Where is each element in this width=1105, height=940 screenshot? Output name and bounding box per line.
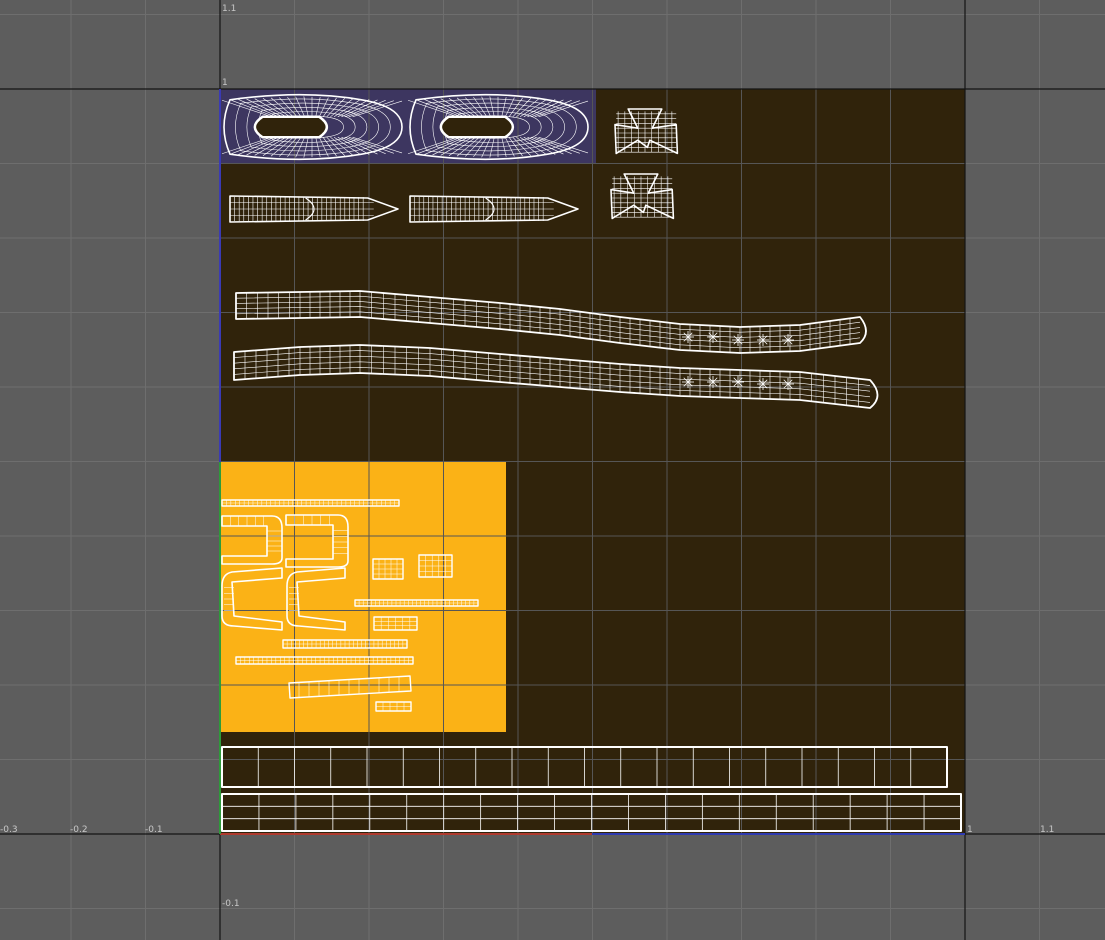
texture-patch bbox=[220, 462, 506, 732]
v-label-neg-0-1: -0.1 bbox=[222, 899, 240, 909]
shell-sole-top-left[interactable] bbox=[221, 93, 403, 161]
shell-sole-side-right[interactable] bbox=[409, 195, 579, 223]
u-label-1-1: 1.1 bbox=[1040, 825, 1055, 835]
u-label-neg-0-3: -0.3 bbox=[0, 825, 18, 835]
shell-band-lower[interactable] bbox=[221, 793, 962, 832]
shell-cross-piece-bottom[interactable] bbox=[610, 173, 675, 220]
shell-sole-side-left[interactable] bbox=[229, 195, 399, 223]
shell-band-upper[interactable] bbox=[221, 746, 948, 788]
uv-shells[interactable] bbox=[221, 93, 962, 832]
shell-cross-piece-top[interactable] bbox=[614, 108, 679, 155]
v-label-1: 1 bbox=[222, 78, 228, 88]
v-label-1-1: 1.1 bbox=[222, 4, 237, 14]
shell-buckle-parts[interactable] bbox=[221, 499, 479, 712]
u-label-neg-0-2: -0.2 bbox=[70, 825, 88, 835]
shell-strap-lower[interactable] bbox=[233, 344, 879, 409]
u-label-1: 1 bbox=[967, 825, 973, 835]
shell-strap-upper[interactable] bbox=[235, 290, 867, 354]
tile-grid bbox=[220, 89, 965, 834]
shell-sole-top-right[interactable] bbox=[407, 93, 589, 161]
u-label-neg-0-1: -0.1 bbox=[145, 825, 163, 835]
